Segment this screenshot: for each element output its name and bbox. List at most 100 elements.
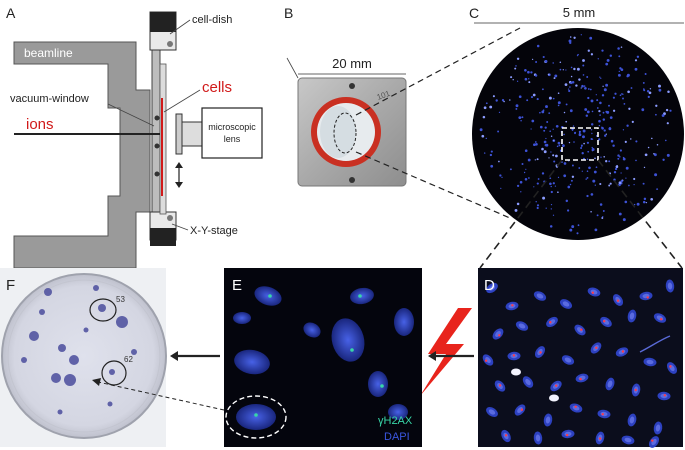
petri-dish-rim — [7, 279, 161, 433]
c-spot — [612, 109, 616, 112]
holder-hole-bottom — [349, 177, 355, 183]
c-spot — [548, 112, 551, 114]
red-focus — [539, 351, 542, 354]
colony — [44, 288, 52, 296]
xy-stage-leader — [171, 223, 189, 231]
c-spot — [625, 177, 627, 179]
dapi-nucleus — [394, 308, 414, 336]
nucleus-core — [545, 416, 551, 424]
c-spot — [667, 90, 670, 93]
c-spot — [557, 101, 561, 105]
lineage-arrow — [97, 381, 225, 411]
c-spot — [550, 190, 553, 194]
c-spot — [524, 178, 528, 181]
marked-colony-53 — [89, 298, 117, 322]
petri-dish — [1, 273, 167, 439]
c-spot — [600, 156, 602, 158]
c-spot — [570, 75, 573, 78]
c-spot — [635, 159, 637, 162]
c-spot — [633, 183, 635, 186]
c-spot — [528, 81, 531, 84]
c-spot — [589, 88, 592, 91]
red-focus — [511, 304, 514, 307]
c-spot — [578, 167, 581, 169]
c-spot — [569, 109, 573, 113]
c-spot — [608, 184, 611, 187]
xy-arrow-head-down — [175, 182, 183, 188]
arrow-e-f-head — [170, 351, 178, 361]
c-spot — [525, 168, 527, 170]
c-spot — [586, 170, 589, 172]
c-spot — [619, 67, 622, 70]
c-spot — [661, 114, 665, 117]
c-spot — [634, 67, 638, 71]
c-spot — [645, 201, 648, 204]
c-spot — [642, 200, 646, 204]
h2ax-focus — [254, 413, 258, 417]
panel-c-letter: C — [469, 5, 479, 21]
c-spot — [591, 146, 593, 149]
c-spot — [557, 104, 560, 107]
c-spot — [485, 137, 488, 140]
c-spot — [523, 171, 526, 174]
c-spot — [605, 133, 607, 135]
c-spot — [609, 182, 612, 185]
c-spot — [618, 181, 622, 185]
c-spot — [582, 59, 585, 62]
c-spot — [568, 39, 572, 43]
c-spot — [490, 164, 494, 168]
c-spot — [666, 153, 670, 157]
mark-62: 62 — [124, 355, 133, 364]
c-spot — [545, 143, 549, 147]
lens-label-2: lens — [224, 134, 241, 144]
c-spot — [656, 188, 659, 191]
c-spot — [534, 159, 536, 161]
dish-plate — [151, 49, 161, 237]
c-spot — [591, 148, 595, 151]
c-spot — [586, 141, 590, 144]
c-spot — [596, 107, 599, 109]
c-spot — [587, 96, 590, 100]
c-spot — [536, 182, 539, 185]
c-spot — [521, 116, 524, 119]
c-spot — [532, 93, 536, 97]
c-spot — [655, 113, 657, 116]
c-spot — [618, 55, 621, 58]
panel-f-colonies — [21, 285, 137, 415]
c-spot — [625, 166, 629, 170]
c-spot — [648, 91, 652, 95]
c-spot — [565, 199, 569, 203]
c-spot — [565, 103, 568, 106]
panel-e: E γH2AX DAPI — [224, 268, 422, 447]
c-spot — [601, 216, 604, 218]
c-spot — [548, 96, 552, 100]
legend-dapi: DAPI — [384, 431, 410, 443]
panel-a-letter: A — [6, 5, 16, 21]
ions-label: ions — [26, 116, 54, 133]
c-spot — [622, 157, 626, 161]
red-focus — [565, 433, 569, 437]
c-spot — [622, 218, 626, 222]
lightning-icon — [420, 308, 472, 396]
xy-arrow-head-up — [175, 162, 183, 168]
beamline-label: beamline — [24, 46, 73, 60]
c-spot — [563, 133, 565, 136]
panel-d: D — [478, 268, 683, 448]
c-spot — [514, 208, 518, 212]
c-spot — [630, 87, 633, 89]
c-spot — [555, 124, 559, 128]
c-spot — [530, 71, 533, 74]
c-spot — [642, 182, 645, 185]
screw-top — [167, 41, 173, 47]
c-spot — [527, 158, 531, 162]
c-spot — [516, 184, 520, 188]
c-spot — [603, 155, 606, 158]
c-spot — [601, 94, 605, 97]
panel-b: B 20 mm 101 — [284, 5, 407, 187]
nucleus-core — [607, 380, 613, 388]
c-spot — [549, 225, 553, 228]
red-focus — [621, 350, 625, 353]
c-spot — [520, 119, 522, 122]
c-spot — [570, 179, 573, 182]
cell-dish-leader — [169, 19, 191, 35]
